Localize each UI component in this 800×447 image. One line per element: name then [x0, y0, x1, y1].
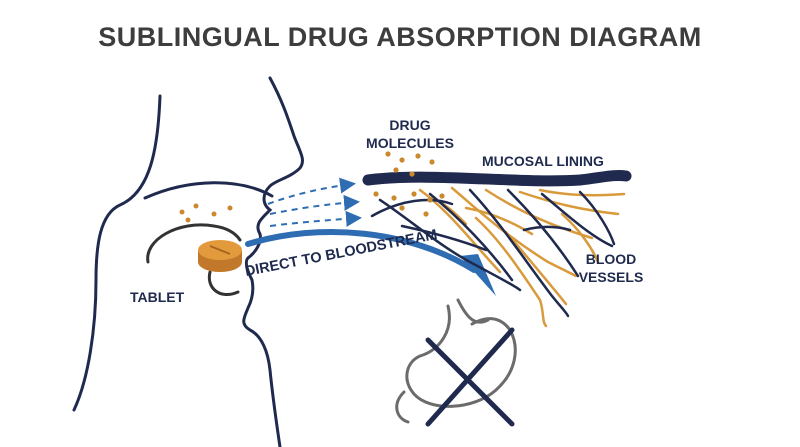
tablet-icon: [198, 240, 242, 272]
label-tablet: TABLET: [130, 289, 185, 305]
label-drug-molecules-line2: MOLECULES: [366, 135, 454, 151]
label-blood-vessels-line1: BLOOD: [586, 251, 637, 267]
bloodstream-arrowhead: [460, 254, 496, 296]
cross-out-icon: [425, 327, 515, 427]
palate-outline: [143, 181, 274, 200]
blood-vessels-orange: [418, 186, 626, 328]
bloodstream-arrow: [245, 229, 477, 273]
stomach-icon: [395, 298, 517, 424]
page-title: SUBLINGUAL DRUG ABSORPTION DIAGRAM: [98, 22, 702, 52]
mucosal-lining-bar: [362, 170, 632, 187]
back-of-head-outline: [72, 94, 162, 412]
mouth-drug-dots: [179, 203, 233, 223]
label-drug-molecules-line1: DRUG: [389, 117, 430, 133]
label-mucosal-lining: MUCOSAL LINING: [482, 153, 604, 169]
tongue-outline: [146, 223, 242, 264]
dashed-arrow-top: [267, 177, 356, 205]
mucosa-drug-dots: [373, 151, 445, 217]
blood-vessels-navy: [370, 188, 616, 318]
jaw-outline: [207, 270, 240, 296]
face-profile-outline: [242, 76, 304, 447]
label-blood-vessels-line2: VESSELS: [579, 269, 644, 285]
dashed-arrow-middle: [269, 194, 360, 215]
dashed-arrow-bottom: [269, 210, 362, 227]
